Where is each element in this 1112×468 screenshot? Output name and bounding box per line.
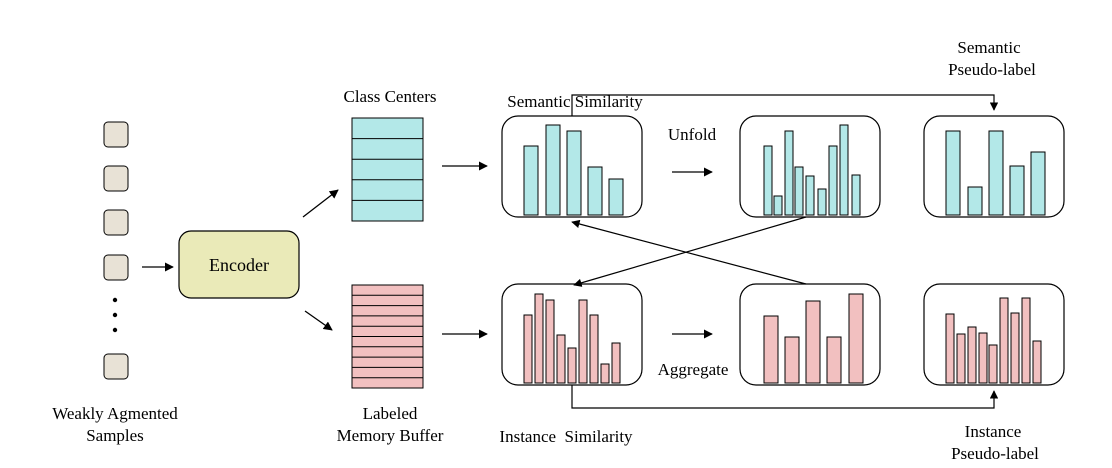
encoder-box [178,230,300,299]
bar [805,300,821,384]
sample-box [103,353,129,380]
input-samples [103,121,129,380]
bar [828,145,838,216]
semantic-similarity-bars [523,124,624,216]
bar [826,336,842,384]
bar [600,363,610,384]
instance-similarity-bars [523,293,621,384]
bar [978,332,988,384]
bar [1032,340,1042,384]
bar [945,313,955,384]
sample-box [103,165,129,192]
bar [611,342,621,384]
bar [608,178,624,216]
instance-pseudo-label-line2: Pseudo-label [951,444,1039,463]
bar [848,293,864,384]
bar [988,344,998,384]
bar [967,186,983,216]
bar [763,315,779,384]
sample-box [103,209,129,236]
semantic-similarity-label: Semantic Similarity [507,92,643,111]
aggregate-label: Aggregate [658,360,729,379]
connector-semantic-to-pseudo-label [571,94,999,116]
bar [967,326,977,384]
bar [988,130,1004,216]
bar [784,130,794,216]
bar [1030,151,1046,216]
input-label-line1: Weakly Agmented [52,404,178,423]
bar [545,299,555,384]
bar [534,293,544,384]
bar [839,124,849,216]
bar [1021,297,1031,384]
bar [956,333,966,384]
sample-box [103,254,129,281]
connector-instance-to-pseudo-label [571,385,999,409]
memory-buffer-label-line1: Labeled [363,404,418,423]
bar [851,174,861,216]
class-centers-bank [351,117,424,222]
cross-arrow-aggregated-to-semantic [571,219,807,285]
instance-pseudo-label-bars [945,297,1042,384]
instance-pseudo-label-line1: Instance [965,422,1022,441]
bar [545,124,561,216]
bar [587,166,603,216]
unfold-label: Unfold [668,125,717,144]
bar [999,297,1009,384]
cross-arrow-unfolded-to-instance [573,216,807,287]
bar [805,175,815,216]
semantic-pseudo-label-bars [945,130,1046,216]
class-centers-label: Class Centers [343,87,436,106]
encoder-label: Encoder [209,255,269,275]
arrow-to-class-centers [302,189,339,218]
instance-similarity-label: Instance Similarity [499,427,633,446]
unfolded-bars [763,124,861,216]
semantic-pseudo-label-line2: Pseudo-label [948,60,1036,79]
semantic-pseudo-label-line1: Semantic [957,38,1021,57]
bar [945,130,961,216]
aggregated-bars [763,293,864,384]
bar [1009,165,1025,216]
bar [773,195,783,216]
bar [578,299,588,384]
bar [567,347,577,384]
arrow-to-memory-buffer [304,310,333,331]
bar [1010,312,1020,384]
memory-buffer-label-line2: Memory Buffer [337,426,444,445]
bar [817,188,827,216]
bar [556,334,566,384]
vertical-dots-icon [112,297,118,333]
bar [523,314,533,384]
input-label-line2: Samples [86,426,144,445]
bar [794,166,804,216]
bar [566,130,582,216]
bar [523,145,539,216]
memory-buffer-bank [351,284,424,389]
bar [763,145,773,216]
sample-box [103,121,129,148]
bar [589,314,599,384]
bar [784,336,800,384]
